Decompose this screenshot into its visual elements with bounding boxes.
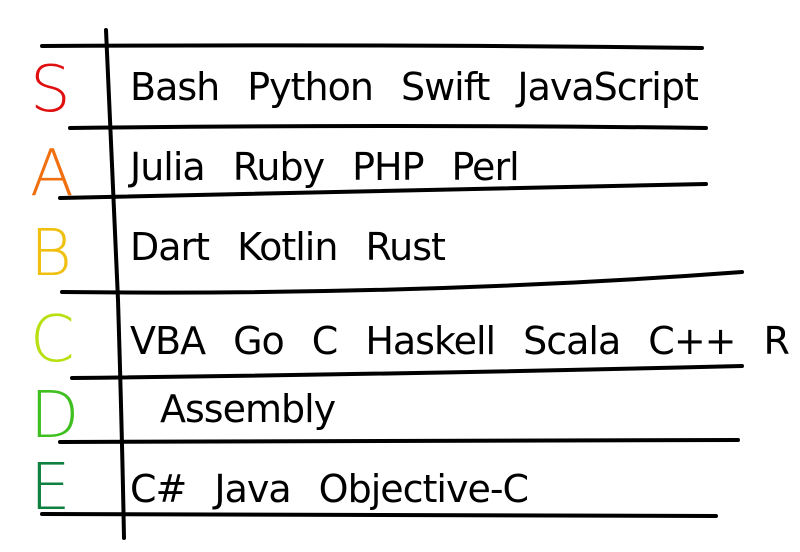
tier-item: Ruby <box>232 145 325 189</box>
tier-item: Haskell <box>365 319 496 363</box>
tier-item: JavaScript <box>517 65 698 109</box>
tier-items-b: Dart Kotlin Rust <box>130 228 780 266</box>
tier-label-c: C <box>30 303 75 377</box>
tier-item: Bash <box>130 65 220 109</box>
tier-label-b: B <box>30 217 72 291</box>
tier-item: Kotlin <box>237 225 338 269</box>
tier-items-s: Bash Python Swift JavaScript <box>130 68 780 106</box>
tier-item: C <box>311 319 339 363</box>
tier-item: C++ <box>648 319 736 363</box>
tier-item: Julia <box>130 145 206 189</box>
tier-item: Objective-C <box>318 467 529 511</box>
tier-item: R <box>763 319 790 363</box>
tier-label-d: D <box>30 379 80 453</box>
tier-items-e: C# Java Objective-C <box>130 470 780 508</box>
tier-item: Rust <box>365 225 445 269</box>
tier-label-a: A <box>30 137 74 211</box>
tier-item: C# <box>130 467 187 511</box>
tier-items-a: Julia Ruby PHP Perl <box>130 148 780 186</box>
tier-item: Swift <box>400 65 490 109</box>
tier-item: Perl <box>451 145 520 189</box>
tier-item: Assembly <box>160 387 336 431</box>
tier-item: PHP <box>352 145 424 189</box>
tier-label-e: E <box>30 451 71 525</box>
tier-item: Python <box>247 65 374 109</box>
tier-item: Go <box>233 319 285 363</box>
tier-item: Java <box>214 467 291 511</box>
tier-item: Scala <box>523 319 621 363</box>
tier-items-d: Assembly <box>160 390 780 428</box>
tier-items-c: VBA Go C Haskell Scala C++ R <box>130 319 790 363</box>
tier-item: Dart <box>130 225 210 269</box>
tier-label-s: S <box>30 53 71 127</box>
tier-item: VBA <box>130 319 206 363</box>
